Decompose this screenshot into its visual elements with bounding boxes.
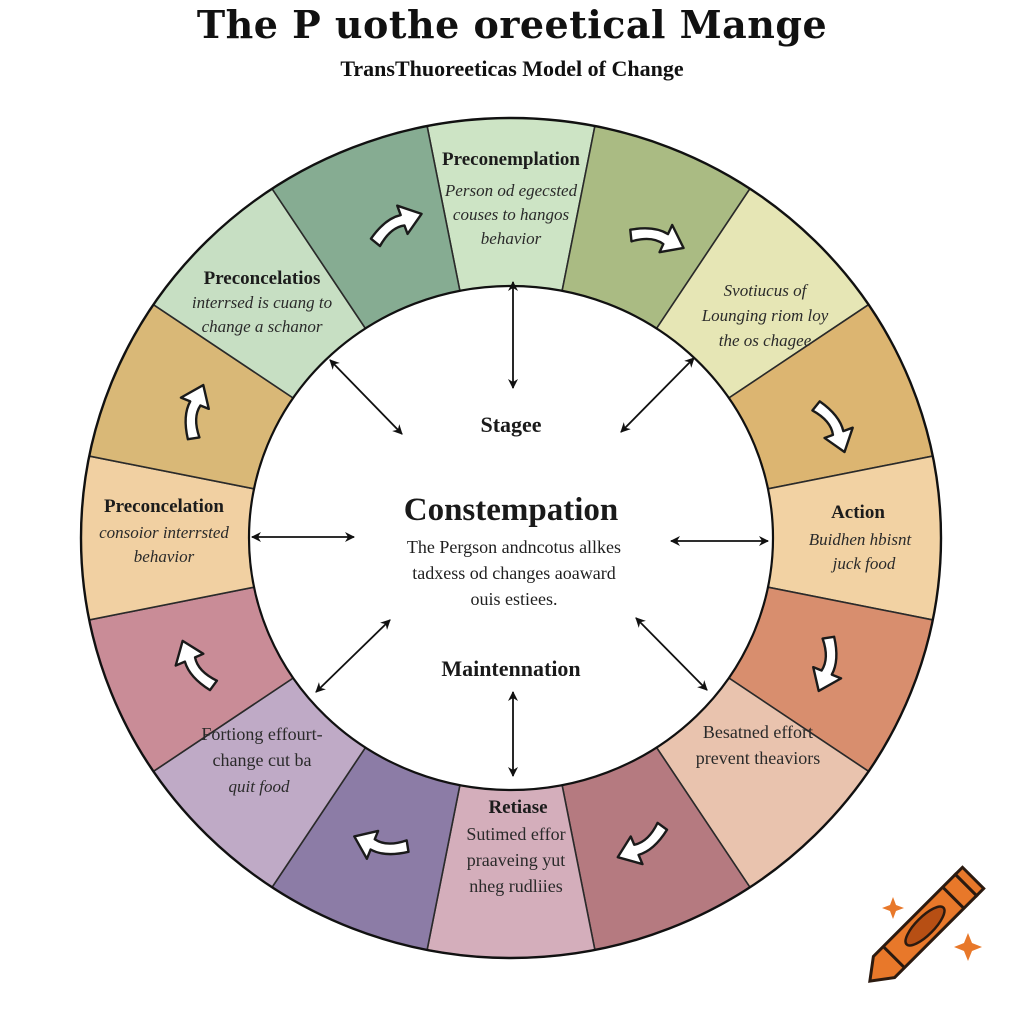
stage-right-line-1: Buidhen hbisnt <box>809 530 913 549</box>
page-subtitle: TransThuoreeticas Model of Change <box>340 56 684 81</box>
stage-left-line-2: behavior <box>134 547 195 566</box>
cycle-arrow-shape <box>616 821 669 866</box>
stage-top-line-2: couses to hangos <box>453 205 570 224</box>
spoke-arrows <box>251 281 769 777</box>
stage-lower-left-line-1: Fortiong effourt- <box>201 724 322 744</box>
spoke-arrow-top-right <box>620 357 695 433</box>
stage-top-line-3: behavior <box>481 229 542 248</box>
stage-bottom-title: Retiase <box>488 797 547 818</box>
cycle-arrow-shape <box>369 204 423 248</box>
spoke-arrow-top-left <box>329 359 403 435</box>
cycle-arrow-shape <box>179 383 210 441</box>
crayon-band-1 <box>882 945 906 969</box>
outer-ring-border <box>79 116 943 960</box>
cycle-arrow-icon <box>353 829 410 860</box>
stage-lower-left-line-3: quit food <box>229 777 290 796</box>
stage-upper-right-line-3: the os chagee <box>719 331 812 350</box>
cycle-arrow-icon <box>369 204 423 248</box>
stage-bottom-line-1: Sutimed effor <box>466 824 565 844</box>
stage-upper-left: Preconcelatios interrsed is cuang to cha… <box>192 268 332 336</box>
sparkle-icon <box>954 933 982 961</box>
cycle-arrow-shape <box>353 829 410 860</box>
stage-bottom-line-2: praaveing yut <box>467 850 565 870</box>
stage-top-title: Preconemplation <box>442 149 580 170</box>
ring-segments <box>80 117 942 959</box>
stage-right-line-2: juck food <box>831 554 896 573</box>
stage-upper-right-line-1: Svotiucus of <box>724 281 809 300</box>
page-title: The Ρ uothe oreetical Mange <box>196 2 828 47</box>
stage-left: Preconcelation consoior interrsted behav… <box>99 496 229 566</box>
center-content: Stagee Constempation The Pergson andncot… <box>404 412 621 681</box>
stage-top-line-1: Person od egecsted <box>444 181 578 200</box>
stage-right-title: Action <box>831 502 885 523</box>
stage-lower-right-line-1: Besatned effort <box>703 722 813 742</box>
spoke-arrow-bottom-right <box>635 617 708 691</box>
center-body-line-1: The Pergson andncotus allkes <box>407 537 621 557</box>
center-body-line-3: ouis estiees. <box>471 589 558 609</box>
stage-left-title: Preconcelation <box>104 496 224 517</box>
stage-right: Action Buidhen hbisnt juck food <box>809 502 913 573</box>
cycle-arrow-shape <box>812 635 843 693</box>
stage-upper-left-line-2: change a schanor <box>202 317 323 336</box>
crayon-icon <box>868 865 986 983</box>
stage-lower-left: Fortiong effourt- change cut ba quit foo… <box>201 724 322 796</box>
cycle-arrow-icon <box>629 223 685 254</box>
center-heading: Constempation <box>404 492 619 528</box>
cycle-arrow-shape <box>174 639 219 692</box>
stage-lower-right-line-2: prevent theaviors <box>696 748 820 768</box>
crayon-band-2 <box>941 886 965 910</box>
stage-lower-right: Besatned effort prevent theaviors <box>696 722 820 768</box>
cycle-arrow-icon <box>812 635 843 693</box>
cycle-arrow-icon <box>811 400 854 454</box>
cycle-arrow-icon <box>179 383 210 441</box>
stage-upper-left-title: Preconcelatios <box>204 268 321 289</box>
cycle-arrow-shape <box>811 400 854 454</box>
stage-left-line-1: consoior interrsted <box>99 523 229 542</box>
cycle-arrow-icon <box>174 639 219 692</box>
center-body-line-2: tadxess od changes aoaward <box>412 563 615 583</box>
cycle-arrow-icon <box>616 821 669 866</box>
ring-arrows <box>174 204 854 866</box>
crayon-label <box>904 905 946 947</box>
stage-upper-right: Svotiucus of Lounging riom loy the os ch… <box>701 281 829 350</box>
stage-top: Preconemplation Person od egecsted couse… <box>442 149 580 248</box>
sparkle-icon <box>882 897 904 919</box>
stage-upper-left-line-1: interrsed is cuang to <box>192 293 332 312</box>
cycle-arrow-shape <box>629 223 685 254</box>
crayon-end <box>953 865 986 898</box>
spoke-arrow-bottom-left <box>315 619 391 693</box>
stage-bottom-line-3: nheg rudliies <box>469 876 562 896</box>
center-top-label: Stagee <box>480 412 541 437</box>
stage-lower-left-line-2: change cut ba <box>213 750 312 770</box>
center-bottom-label: Maintennation <box>441 656 580 681</box>
stage-bottom: Retiase Sutimed effor praaveing yut nheg… <box>466 797 565 896</box>
stage-upper-right-line-2: Lounging riom loy <box>701 306 829 325</box>
